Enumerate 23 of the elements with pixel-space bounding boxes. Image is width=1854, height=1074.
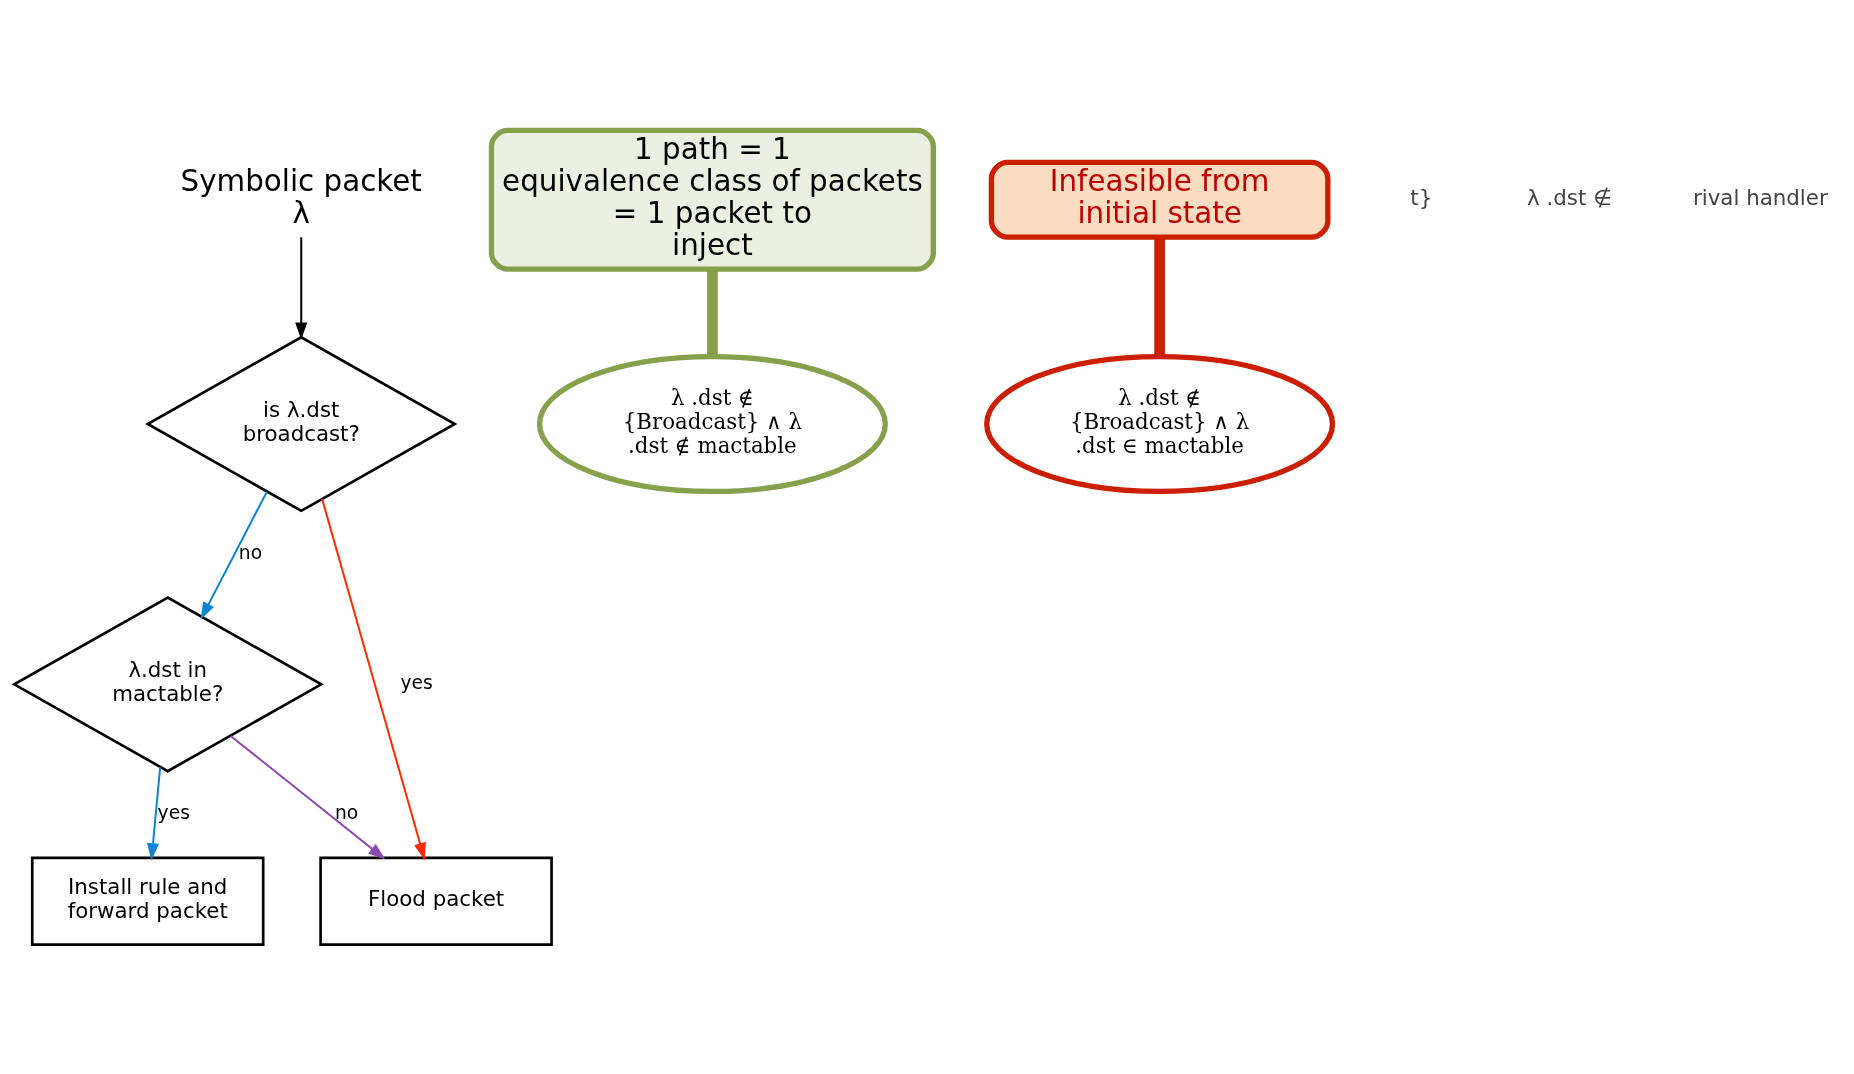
label: λ .dst ∉ [1527,184,1612,210]
connector [707,268,718,356]
node-text: Symbolic packet λ [180,163,422,230]
arrow [295,235,308,340]
edge-label: no [335,801,359,823]
arrow [200,490,268,620]
edge-label: yes [400,671,433,693]
node-box: 1 path = 1 equivalence class of packets = 1 packet to inject [488,127,936,272]
arrow [146,765,162,861]
label: rival handler [1693,184,1828,210]
node-ellipse: λ .dst ∉ {Broadcast} ∧ λ .dst ∉ mactable [536,353,888,494]
node-box: Install rule and forward packet [30,856,265,946]
node-box: Infeasible from initial state [988,159,1331,240]
node-diamond: λ.dst in mactable? [11,595,324,773]
edge-label: no [238,541,263,563]
node-ellipse: λ .dst ∉ {Broadcast} ∧ λ .dst ∈ mactable [984,353,1336,494]
connector [1154,236,1165,356]
arrow [229,734,386,859]
node-diamond: is λ.dst broadcast? [145,335,458,512]
edge-label: yes [157,801,190,823]
node-box: Flood packet [319,856,553,946]
label: t} [1410,184,1433,210]
arrow [321,497,426,860]
